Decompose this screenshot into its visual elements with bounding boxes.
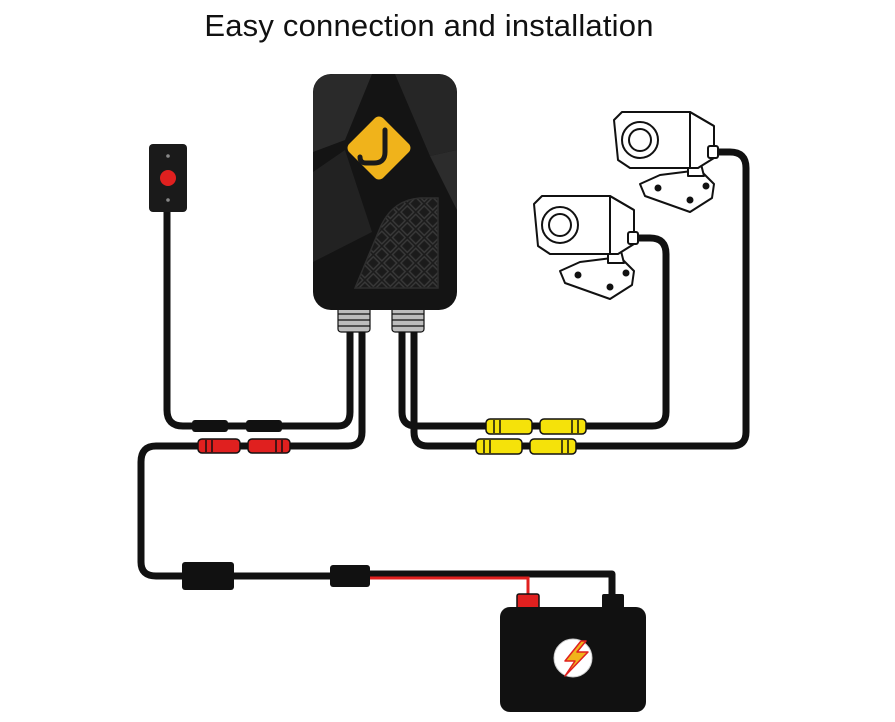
remote-connector <box>246 420 282 432</box>
camera-front <box>533 195 639 300</box>
speaker-grille <box>353 197 439 289</box>
power-connectors <box>197 438 291 454</box>
camera-connector <box>539 418 587 435</box>
camera-connectors <box>475 418 587 455</box>
camera-connector <box>485 418 533 435</box>
remote-connector <box>192 420 228 432</box>
camera-rear <box>613 111 719 213</box>
camera-connector <box>475 438 523 455</box>
remote-connectors <box>192 420 282 432</box>
car-battery <box>500 593 646 712</box>
power-cable <box>137 326 366 580</box>
page-title: Easy connection and installation <box>204 8 654 43</box>
power-connector <box>197 438 241 454</box>
negative-cable <box>364 570 616 604</box>
fuse-box <box>182 562 234 590</box>
dvr-main-unit <box>313 74 457 333</box>
camera-connector <box>529 438 577 455</box>
camera-2-cable <box>410 148 750 450</box>
camera-1-cable <box>398 234 670 430</box>
cables <box>137 148 750 604</box>
remote-button <box>149 144 187 212</box>
inline-connector <box>330 565 370 587</box>
remote-button-light <box>160 170 176 186</box>
positive-wire <box>368 576 530 598</box>
power-connector <box>247 438 291 454</box>
